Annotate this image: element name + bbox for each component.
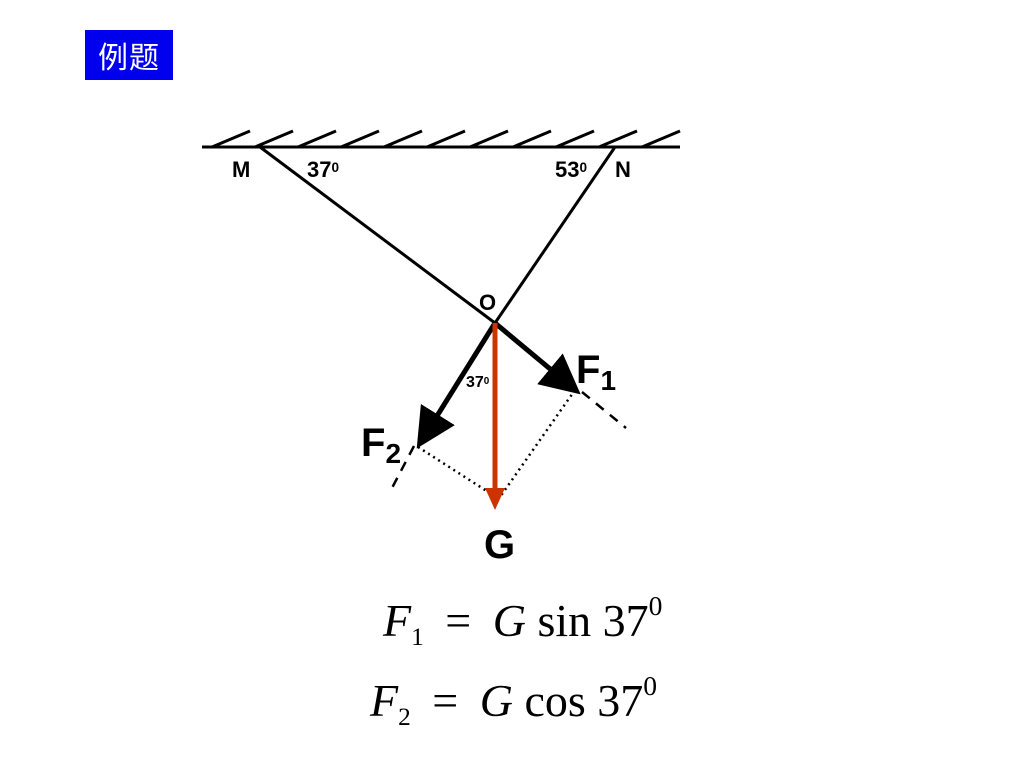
force-f1-label: F1 [576, 348, 617, 396]
point-o-label: O [479, 290, 497, 315]
f1-extension-line [581, 391, 627, 429]
f2-extension-line [390, 445, 416, 489]
equation-f1: F1 = G sin 370 [383, 590, 663, 651]
f2-arrow [416, 321, 498, 449]
force-g-label: G [484, 523, 516, 567]
force-f2-label: F2 [361, 421, 402, 469]
ceiling-hatching [211, 129, 681, 149]
rope-no [493, 146, 617, 324]
angle-m-label: 370 [307, 157, 340, 182]
f1-arrow [493, 321, 581, 395]
angle-n-label: 530 [555, 157, 588, 182]
equation-f2: F2 = G cos 370 [370, 670, 658, 731]
title-badge: 例题 [85, 30, 173, 80]
gravity-arrowhead [485, 488, 505, 510]
point-m-label: M [232, 157, 251, 182]
rope-mo [259, 145, 496, 325]
angle-g-label: 370 [466, 374, 490, 391]
parallelogram-side-f1-g [498, 389, 577, 498]
parallelogram-side-f2-g [417, 445, 497, 499]
point-n-label: N [615, 157, 631, 182]
